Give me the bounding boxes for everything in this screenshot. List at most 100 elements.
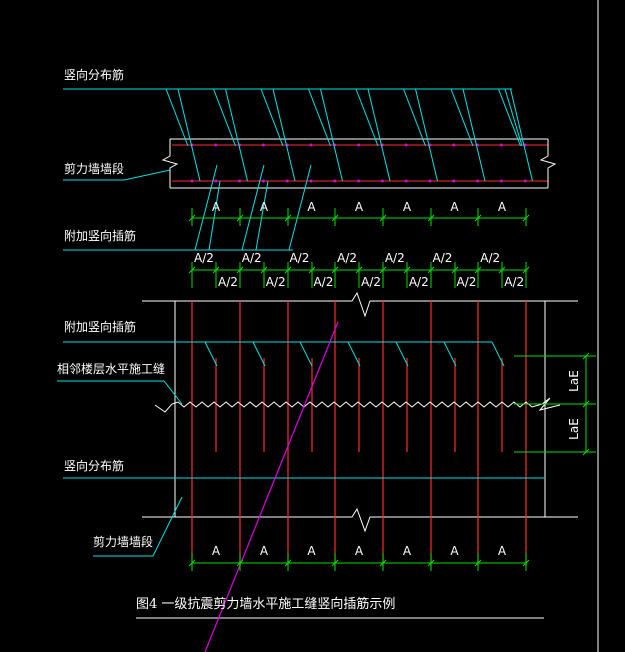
- leader-extra-diagonal: [194, 164, 218, 251]
- rebar-dot: [404, 179, 408, 183]
- leader-bar-diagonal: [450, 88, 474, 147]
- dim-top-slash: [427, 214, 435, 222]
- dim-half-slash: [379, 266, 387, 274]
- rebar-dot: [309, 143, 313, 147]
- dim-half-slash: [427, 266, 435, 274]
- leader-insert-diagonal: [395, 341, 409, 367]
- dim-half-slash: [188, 266, 196, 274]
- section-cut-line: [204, 321, 339, 652]
- elev-bottom-break-line: [142, 507, 578, 533]
- dim-half-label-upper: A/2: [242, 251, 262, 265]
- dim-top-slash: [379, 214, 387, 222]
- dim-top-slash: [522, 214, 530, 222]
- dim-bottom-slash: [284, 559, 292, 567]
- dim-half-slash: [451, 266, 459, 274]
- dim-half-label-lower: A/2: [457, 275, 477, 289]
- dim-top-label: A: [498, 200, 507, 214]
- dim-half-label-upper: A/2: [194, 251, 214, 265]
- dim-top-label: A: [260, 200, 269, 214]
- dim-bottom-slash: [522, 559, 530, 567]
- label-shear-wall-top: 剪力墙墙段: [64, 161, 124, 176]
- rebar-dot: [380, 179, 384, 183]
- leader-bar-diagonal: [225, 88, 248, 182]
- leader-shear-wall-bottom: [93, 496, 183, 557]
- dim-top-label: A: [355, 200, 364, 214]
- label-floor-construction-joint: 相邻楼层水平施工缝: [57, 361, 165, 376]
- static-linework: [57, 0, 599, 652]
- leader-shear-wall-top: [63, 169, 171, 181]
- dim-bottom-label: A: [212, 544, 221, 558]
- rebar-dot: [238, 179, 242, 183]
- rebar-dot: [357, 143, 361, 147]
- leader-floor-joint-tail: [163, 380, 183, 405]
- dim-bottom-label: A: [307, 544, 316, 558]
- rebar-dot: [404, 143, 408, 147]
- leader-bar-diagonal: [498, 88, 521, 147]
- leader-extra-diagonal: [288, 164, 312, 251]
- leader-bar-diagonal: [415, 88, 438, 182]
- dim-bottom-slash: [331, 559, 339, 567]
- dim-half-label-upper: A/2: [433, 251, 453, 265]
- dim-bottom-slash: [188, 559, 196, 567]
- dim-bottom-label: A: [403, 544, 412, 558]
- dim-bottom-slash: [379, 559, 387, 567]
- dim-half-slash: [522, 266, 530, 274]
- dim-bottom-label: A: [498, 544, 507, 558]
- rebar-dot: [428, 179, 432, 183]
- dim-half-slash: [474, 266, 482, 274]
- leader-bar-diagonal: [308, 88, 331, 147]
- dim-half-slash: [498, 266, 506, 274]
- dim-half-slash: [284, 266, 292, 274]
- dim-top-slash: [188, 214, 196, 222]
- dim-bottom-slash: [236, 559, 244, 567]
- dim-top-label: A: [307, 200, 316, 214]
- leader-bar-diagonal: [355, 88, 379, 147]
- rebar-dot: [452, 179, 456, 183]
- dim-half-slash: [403, 266, 411, 274]
- dim-top-slash: [236, 214, 244, 222]
- lae-slash: [582, 352, 590, 360]
- dim-half-slash: [260, 266, 268, 274]
- dim-half-label-lower: A/2: [504, 275, 524, 289]
- dim-bottom-label: A: [450, 544, 459, 558]
- dim-half-slash: [331, 266, 339, 274]
- leader-insert-diagonal: [491, 341, 505, 367]
- dim-half-label-upper: A/2: [480, 251, 500, 265]
- dim-top-slash: [331, 214, 339, 222]
- dim-top-label: A: [212, 200, 221, 214]
- dim-bottom-slash: [427, 559, 435, 567]
- dim-half-slash: [212, 266, 220, 274]
- leader-bar-diagonal: [272, 88, 296, 182]
- rebar-dot: [261, 179, 265, 183]
- plan-break-right: [539, 139, 557, 188]
- dim-half-label-upper: A/2: [289, 251, 309, 265]
- plan-break-left: [161, 139, 179, 188]
- leader-bar-diagonal: [260, 88, 284, 147]
- dim-half-label-lower: A/2: [266, 275, 286, 289]
- figure-caption: 图4 一级抗震剪力墙水平施工缝竖向插筋示例: [136, 596, 395, 612]
- rebar-dot: [499, 143, 503, 147]
- elev-top-break-line: [142, 291, 578, 318]
- label-vertical-distribution-top: 竖向分布筋: [64, 67, 124, 82]
- label-extra-vertical-mid: 附加竖向插筋: [64, 319, 136, 334]
- leader-insert-diagonal: [252, 341, 266, 367]
- rebar-dot: [285, 179, 289, 183]
- text-labels: 竖向分布筋 剪力墙墙段 附加竖向插筋 附加竖向插筋 相邻楼层水平施工缝 竖向分布…: [57, 67, 395, 612]
- dim-top-slash: [284, 214, 292, 222]
- leader-bar-diagonal: [165, 88, 189, 147]
- rebar-dot: [190, 179, 194, 183]
- rebar-dot: [214, 179, 218, 183]
- leader-insert-diagonal: [347, 341, 361, 367]
- dim-half-slash: [355, 266, 363, 274]
- lae-label-lower: LaE: [567, 418, 581, 440]
- leader-bar-diagonal: [510, 88, 533, 182]
- lae-label-upper: LaE: [567, 370, 581, 392]
- horizontal-construction-joint: [154, 397, 561, 413]
- rebar-dot: [357, 179, 361, 183]
- lae-slash: [582, 400, 590, 408]
- leader-insert-diagonal: [443, 341, 457, 367]
- leader-extra-diagonal: [255, 180, 269, 251]
- dim-top-slash: [474, 214, 482, 222]
